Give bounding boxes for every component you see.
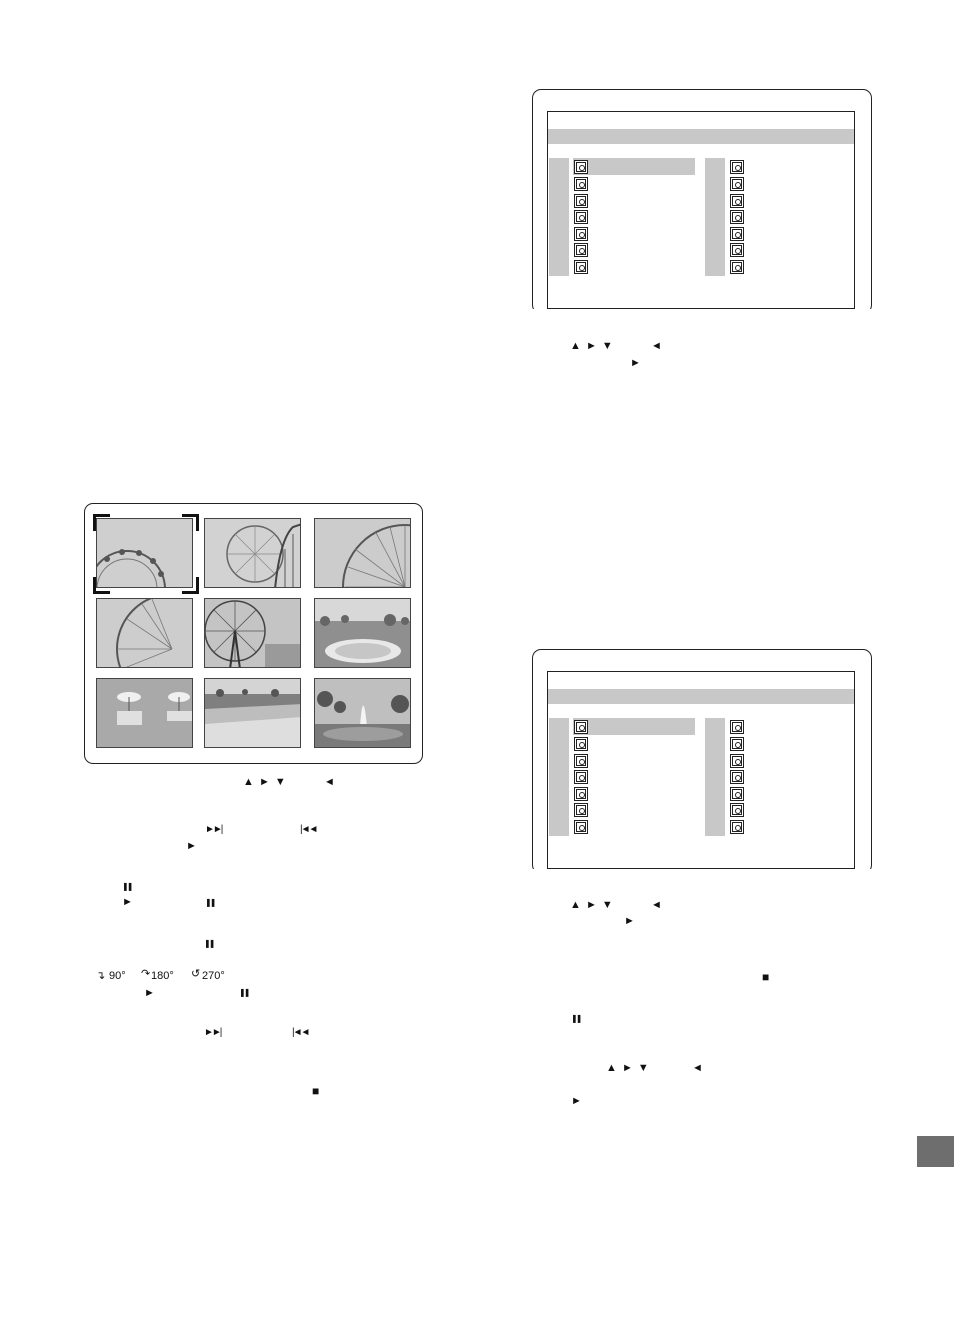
thumbnail-fountain[interactable] bbox=[314, 678, 411, 748]
selected-row-highlight[interactable] bbox=[573, 718, 695, 735]
jpeg-file-icon[interactable] bbox=[574, 754, 588, 768]
play-icon: ► bbox=[571, 1095, 582, 1107]
jpeg-file-icon[interactable] bbox=[730, 820, 744, 834]
rotate-180-icon: ↷ bbox=[141, 968, 151, 980]
thumbnail-ferris-wheel-full[interactable] bbox=[204, 598, 301, 668]
next-icon: ►►| bbox=[204, 1027, 222, 1038]
left-arrow-icon: ◄ bbox=[324, 776, 335, 788]
ferris-wheel-image bbox=[97, 519, 192, 587]
pause-icon: ❚❚ bbox=[239, 988, 250, 997]
left-arrow-icon: ◄ bbox=[651, 340, 662, 352]
selection-corner-tl bbox=[93, 514, 110, 531]
jpeg-file-icon[interactable] bbox=[730, 210, 744, 224]
left-column-bar bbox=[549, 718, 569, 836]
ferris-wheel-image bbox=[315, 519, 410, 587]
pause-icon: ❚❚ bbox=[204, 939, 215, 948]
jpeg-file-icon[interactable] bbox=[730, 737, 744, 751]
menu-screen-frame-2-open-bottom bbox=[528, 869, 878, 879]
menu-title-bar bbox=[548, 689, 854, 704]
menu-screen-frame-1-open-bottom bbox=[528, 309, 878, 319]
thumbnail-flower-garden-park[interactable] bbox=[314, 598, 411, 668]
ferris-wheel-image bbox=[205, 519, 300, 587]
selection-corner-bl bbox=[93, 577, 110, 594]
jpeg-file-icon[interactable] bbox=[574, 160, 588, 174]
jpeg-file-icon[interactable] bbox=[730, 260, 744, 274]
jpeg-file-icon[interactable] bbox=[574, 820, 588, 834]
play-icon: ► bbox=[186, 840, 197, 852]
nav-arrows-icon: ▲ ► ▼ bbox=[570, 340, 614, 352]
play-icon: ► bbox=[144, 987, 155, 999]
jpeg-file-icon[interactable] bbox=[730, 243, 744, 257]
stop-icon: ■ bbox=[312, 1084, 320, 1098]
jpeg-file-icon[interactable] bbox=[574, 260, 588, 274]
jpeg-file-icon[interactable] bbox=[574, 194, 588, 208]
jpeg-file-icon[interactable] bbox=[730, 754, 744, 768]
jpeg-file-icon[interactable] bbox=[730, 194, 744, 208]
jpeg-file-icon[interactable] bbox=[730, 160, 744, 174]
jpeg-file-icon[interactable] bbox=[730, 787, 744, 801]
jpeg-file-icon[interactable] bbox=[574, 243, 588, 257]
jpeg-file-icon[interactable] bbox=[730, 177, 744, 191]
jpeg-file-icon[interactable] bbox=[730, 227, 744, 241]
jpeg-file-icon[interactable] bbox=[574, 177, 588, 191]
fountain-image bbox=[315, 679, 410, 747]
jpeg-file-icon[interactable] bbox=[730, 720, 744, 734]
previous-icon: |◄◄ bbox=[300, 824, 318, 835]
nav-arrows-icon: ▲ ► ▼ bbox=[570, 899, 614, 911]
previous-icon: |◄◄ bbox=[292, 1027, 310, 1038]
thumbnail-ferris-wheel-close[interactable] bbox=[96, 518, 193, 588]
jpeg-file-icon[interactable] bbox=[574, 720, 588, 734]
pause-icon: ❚❚ bbox=[122, 882, 133, 891]
thumbnail-flower-field[interactable] bbox=[204, 678, 301, 748]
play-icon: ► bbox=[630, 357, 641, 369]
nav-arrows-icon: ▲ ► ▼ bbox=[606, 1062, 650, 1074]
beach-image bbox=[97, 679, 192, 747]
thumbnail-ferris-wheel-spokes[interactable] bbox=[96, 598, 193, 668]
left-arrow-icon: ◄ bbox=[651, 899, 662, 911]
thumbnail-beach-umbrellas[interactable] bbox=[96, 678, 193, 748]
thumbnail-panel bbox=[84, 503, 423, 764]
jpeg-file-icon[interactable] bbox=[574, 737, 588, 751]
next-icon: ►►| bbox=[205, 824, 223, 835]
selected-row-highlight[interactable] bbox=[573, 158, 695, 175]
jpeg-file-icon[interactable] bbox=[574, 210, 588, 224]
rotate-180-label: 180° bbox=[151, 970, 174, 982]
left-arrow-icon: ◄ bbox=[692, 1062, 703, 1074]
ferris-wheel-image bbox=[97, 599, 192, 667]
rotate-90-icon: ↴ bbox=[96, 970, 106, 982]
rotate-270-label: 270° bbox=[202, 970, 225, 982]
play-icon: ► bbox=[122, 896, 133, 908]
thumbnail-ferris-wheel-rollercoaster[interactable] bbox=[204, 518, 301, 588]
pause-icon: ❚❚ bbox=[205, 898, 216, 907]
stop-icon: ■ bbox=[762, 970, 770, 984]
page-tab-marker bbox=[917, 1136, 954, 1167]
rotate-90-label: 90° bbox=[109, 970, 126, 982]
nav-arrows-icon: ▲ ► ▼ bbox=[243, 776, 287, 788]
right-column-bar bbox=[705, 718, 725, 836]
menu-title-bar bbox=[548, 129, 854, 144]
play-icon: ► bbox=[624, 915, 635, 927]
selection-corner-tr bbox=[182, 514, 199, 531]
garden-image bbox=[315, 599, 410, 667]
rotate-270-icon: ↺ bbox=[191, 968, 201, 980]
jpeg-file-icon[interactable] bbox=[730, 803, 744, 817]
left-column-bar bbox=[549, 158, 569, 276]
ferris-wheel-image bbox=[205, 599, 300, 667]
jpeg-file-icon[interactable] bbox=[574, 803, 588, 817]
menu-screen-2 bbox=[547, 671, 855, 869]
pause-icon: ❚❚ bbox=[571, 1014, 582, 1023]
flower-field-image bbox=[205, 679, 300, 747]
menu-screen-1 bbox=[547, 111, 855, 309]
selection-corner-br bbox=[182, 577, 199, 594]
jpeg-file-icon[interactable] bbox=[574, 770, 588, 784]
jpeg-file-icon[interactable] bbox=[574, 227, 588, 241]
jpeg-file-icon[interactable] bbox=[574, 787, 588, 801]
jpeg-file-icon[interactable] bbox=[730, 770, 744, 784]
right-column-bar bbox=[705, 158, 725, 276]
thumbnail-ferris-wheel-corner[interactable] bbox=[314, 518, 411, 588]
